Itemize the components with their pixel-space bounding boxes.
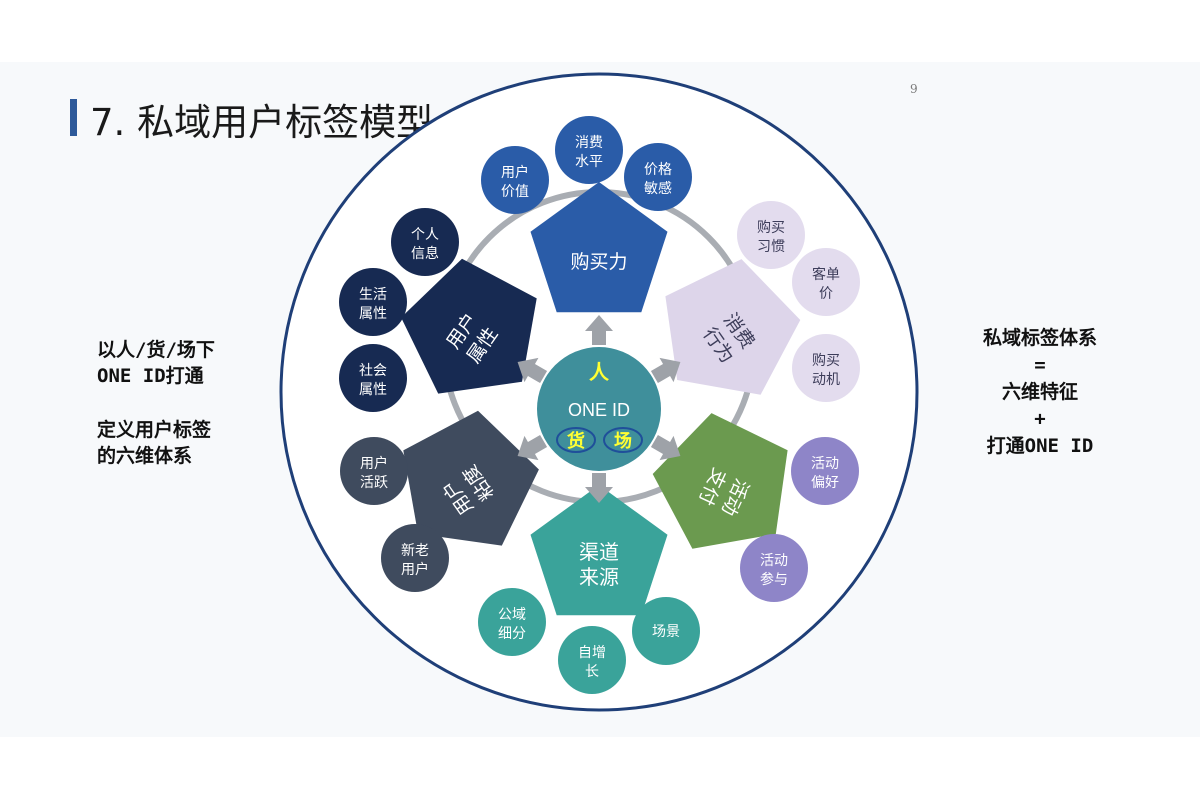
arrow-head	[650, 357, 681, 384]
right-note-line: =	[1034, 354, 1046, 376]
left-note-block-1: 以人/货/场下 ONE ID打通	[97, 337, 215, 389]
tag-label: 购买	[757, 220, 785, 236]
tag-user-value	[481, 146, 549, 214]
tag-label: 细分	[498, 626, 526, 642]
right-note-line: 打通ONE ID	[986, 435, 1094, 457]
arrow-head	[585, 473, 613, 503]
right-note-line: +	[1034, 408, 1046, 430]
center-ren: 人	[589, 360, 610, 384]
tag-label: 动机	[812, 372, 840, 388]
arrow-shape	[517, 434, 548, 461]
tag-price-sensitivity	[624, 143, 692, 211]
chang-outline	[603, 427, 643, 453]
tag-life-attr	[339, 268, 407, 336]
tag-label: 活跃	[360, 475, 388, 491]
arrow-shape	[585, 473, 613, 503]
tag-label: 个人	[411, 227, 439, 243]
center-one-id: ONE ID	[568, 400, 630, 420]
tag-label: 消费	[575, 135, 603, 151]
slide: 7. 私域用户标签模型 9 以人/货/场下 ONE ID打通 定义用户标签 的六…	[0, 62, 1200, 737]
tag-label: 活动	[811, 456, 839, 472]
tag-label: 客单	[812, 266, 840, 283]
arrow-shape	[585, 315, 613, 345]
tag-user-activity	[340, 437, 408, 505]
tag-label: 偏好	[811, 475, 839, 491]
left-note-line: 以人/货/场下	[97, 339, 215, 361]
tag-label: 活动	[760, 553, 788, 569]
arrow-shape	[650, 434, 681, 461]
tag-label: 用户	[501, 164, 529, 181]
tag-label: 价值	[501, 184, 529, 200]
tag-personal-info	[391, 208, 459, 276]
tag-label: 场景	[652, 624, 680, 640]
tag-label: 社会	[359, 363, 387, 379]
arrow-head	[585, 315, 613, 345]
page-number: 9	[910, 82, 918, 96]
tag-order-value	[792, 248, 860, 316]
tag-public-domain	[478, 588, 546, 656]
tag-group: 用户价值消费水平价格敏感购买习惯客单价购买动机活动偏好活动参与场景自增长公域细分…	[339, 116, 860, 694]
tag-purchase-motive	[792, 334, 860, 402]
tag-consumption-level	[555, 116, 623, 184]
dimension-activity-preference	[652, 413, 788, 549]
center-huo: 货	[567, 430, 585, 452]
right-note-line: 六维特征	[1001, 381, 1078, 403]
tag-label: 敏感	[644, 180, 672, 197]
tag-social-attr	[339, 344, 407, 412]
title-accent-bar	[70, 99, 77, 136]
dimension-label: 来源	[579, 565, 619, 589]
right-note-block: 私域标签体系 = 六维特征 + 打通ONE ID	[940, 325, 1140, 460]
tag-label: 新老	[401, 543, 429, 559]
arrow-head	[650, 434, 681, 461]
huo-outline	[556, 427, 596, 453]
tag-label: 价格	[644, 162, 672, 178]
arrow-head	[517, 434, 548, 461]
arrow-shape	[650, 357, 681, 384]
tag-label: 水平	[575, 154, 603, 170]
tag-label: 属性	[359, 306, 387, 322]
tag-label: 公域	[498, 607, 526, 623]
tag-activity-participation	[740, 534, 808, 602]
left-note-block-2: 定义用户标签 的六维体系	[97, 417, 211, 469]
dimension-channel-source	[530, 485, 668, 616]
arrow-group	[517, 315, 681, 503]
dimension-label: 渠道	[579, 540, 619, 564]
tag-label: 用户	[401, 561, 429, 578]
tag-label: 生活	[359, 287, 387, 303]
tag-label: 自增	[578, 645, 606, 661]
tag-label: 习惯	[757, 238, 785, 255]
arrow-shape	[517, 357, 548, 384]
dimension-label-group: 购买力	[570, 251, 627, 273]
arrow-head	[517, 357, 548, 384]
left-note-line: 的六维体系	[97, 445, 193, 467]
dimension-user-attributes	[401, 258, 537, 394]
dimension-label: 购买力	[570, 251, 627, 273]
tag-label: 长	[585, 664, 599, 680]
tag-label: 用户	[360, 455, 388, 472]
tag-label: 参与	[760, 571, 788, 588]
dimension-buying-power	[530, 182, 668, 313]
dimension-consumption-behavior	[665, 259, 801, 395]
tag-activity-preference	[791, 437, 859, 505]
tag-self-growth	[558, 626, 626, 694]
tag-new-old-user	[381, 524, 449, 592]
center-circle	[537, 347, 661, 471]
tag-label: 价	[819, 286, 833, 302]
dimension-user-loyalty	[403, 410, 539, 546]
tag-label: 购买	[812, 353, 840, 369]
slide-title: 7. 私域用户标签模型	[90, 101, 434, 144]
tag-label: 属性	[359, 382, 387, 398]
tag-label: 信息	[411, 245, 439, 262]
center-chang: 场	[614, 431, 632, 452]
left-note-line: 定义用户标签	[97, 419, 212, 441]
right-note-line: 私域标签体系	[982, 327, 1097, 349]
left-note-line: ONE ID打通	[97, 365, 204, 387]
tag-scene	[632, 597, 700, 665]
tag-purchase-habit	[737, 201, 805, 269]
